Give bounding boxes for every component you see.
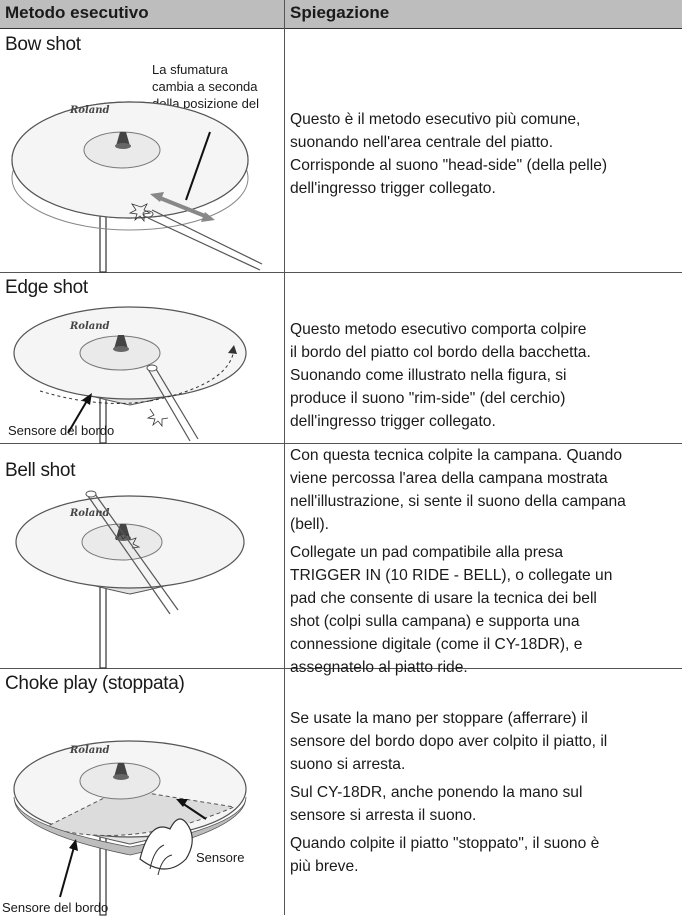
explanation-paragraph: Se usate la mano per stoppare (afferrare…: [290, 707, 678, 776]
row-bow-shot: Bow shot La sfumatura cambia a seconda d…: [0, 28, 682, 273]
choke-play-title: Choke play (stoppata): [5, 673, 185, 694]
explanation-paragraph: Quando colpite il piatto "stoppato", il …: [290, 832, 678, 878]
header-explanation: Spiegazione: [290, 3, 390, 22]
note-line: La sfumatura: [152, 62, 228, 77]
explanation-line: sensore del bordo dopo aver colpito il p…: [290, 733, 608, 750]
edge-sensor-label: Sensore del bordo: [8, 423, 115, 438]
bell-shot-illustration: Roland: [15, 490, 245, 669]
row-divider: [0, 443, 682, 444]
explanation-line: Collegate un pad compatibile alla presa: [290, 544, 564, 561]
choke-play-illustration: Roland: [13, 740, 247, 916]
explanation-line: (bell).: [290, 516, 329, 533]
explanation-line: Corrisponde al suono "head-side" (della …: [290, 157, 608, 174]
explanation-paragraph: Collegate un pad compatibile alla presa …: [290, 541, 678, 679]
explanation-line: Quando colpite il piatto "stoppato", il …: [290, 835, 600, 852]
explanation-line: Con questa tecnica colpite la campana. Q…: [290, 447, 623, 464]
explanation-line: suono si arresta.: [290, 756, 406, 773]
brand-logo: Roland: [69, 321, 110, 332]
explanation-line: assegnatelo al piatto ride.: [290, 659, 468, 676]
brand-logo: Roland: [69, 508, 110, 519]
bow-shot-explanation: Questo è il metodo esecutivo più comune,…: [290, 108, 678, 200]
explanation-line: connessione digitale (come il CY-18DR), …: [290, 636, 583, 653]
row-divider: [0, 272, 682, 273]
bell-shot-title: Bell shot: [5, 460, 76, 481]
bow-shot-note: La sfumatura cambia a seconda della posi…: [152, 61, 259, 129]
edge-shot-illustration: Roland: [13, 306, 247, 444]
explanation-line: suonando nell'area centrale del piatto.: [290, 134, 554, 151]
brand-logo: Roland: [69, 745, 110, 756]
explanation-line: TRIGGER IN (10 RIDE - BELL), o collegate…: [290, 567, 613, 584]
table-header: Metodo esecutivo Spiegazione: [0, 0, 682, 29]
row-choke-play: Choke play (stoppata) Roland Sensore Sen…: [0, 669, 682, 916]
explanation-line: dell'ingresso trigger collegato.: [290, 413, 496, 430]
explanation-line: Suonando come illustrato nella figura, s…: [290, 367, 567, 384]
explanation-line: Questo è il metodo esecutivo più comune,: [290, 111, 581, 128]
explanation-paragraph: Con questa tecnica colpite la campana. Q…: [290, 444, 678, 536]
explanation-line: produce il suono "rim-side" (del cerchio…: [290, 390, 566, 407]
row-divider: [0, 668, 682, 669]
explanation-line: viene percossa l'area della campana most…: [290, 470, 608, 487]
explanation-line: pad che consente di usare la tecnica dei…: [290, 590, 597, 607]
explanation-line: dell'ingresso trigger collegato.: [290, 180, 496, 197]
explanation-line: più breve.: [290, 858, 359, 875]
explanation-paragraph: Sul CY-18DR, anche ponendo la mano sul s…: [290, 781, 678, 827]
explanation-line: Questo metodo esecutivo comporta colpire: [290, 321, 587, 338]
explanation-line: Sul CY-18DR, anche ponendo la mano sul: [290, 784, 583, 801]
row-edge-shot: Edge shot Roland Sensore del bordo Quest…: [0, 273, 682, 444]
column-divider: [284, 0, 285, 915]
brand-logo: Roland: [69, 105, 110, 116]
choke-play-explanation: Se usate la mano per stoppare (afferrare…: [290, 707, 678, 883]
bow-shot-title: Bow shot: [5, 34, 81, 55]
explanation-line: sensore si arresta il suono.: [290, 807, 477, 824]
explanation-line: Se usate la mano per stoppare (afferrare…: [290, 710, 588, 727]
edge-shot-explanation: Questo metodo esecutivo comporta colpire…: [290, 318, 678, 433]
row-bell-shot: Bell shot Roland Con questa tecnica colp…: [0, 444, 682, 676]
explanation-line: shot (colpi sulla campana) e supporta un…: [290, 613, 580, 630]
bow-shot-illustration: Roland: [11, 101, 263, 273]
note-line: cambia a seconda: [152, 79, 258, 94]
bell-shot-explanation: Con questa tecnica colpite la campana. Q…: [290, 444, 678, 684]
edge-sensor-label: Sensore del bordo: [2, 900, 109, 915]
edge-shot-title: Edge shot: [5, 277, 88, 298]
header-method: Metodo esecutivo: [5, 3, 149, 22]
sensor-label: Sensore: [196, 850, 245, 865]
explanation-line: il bordo del piatto col bordo della bacc…: [290, 344, 591, 361]
explanation-line: nell'illustrazione, si sente il suono de…: [290, 493, 626, 510]
